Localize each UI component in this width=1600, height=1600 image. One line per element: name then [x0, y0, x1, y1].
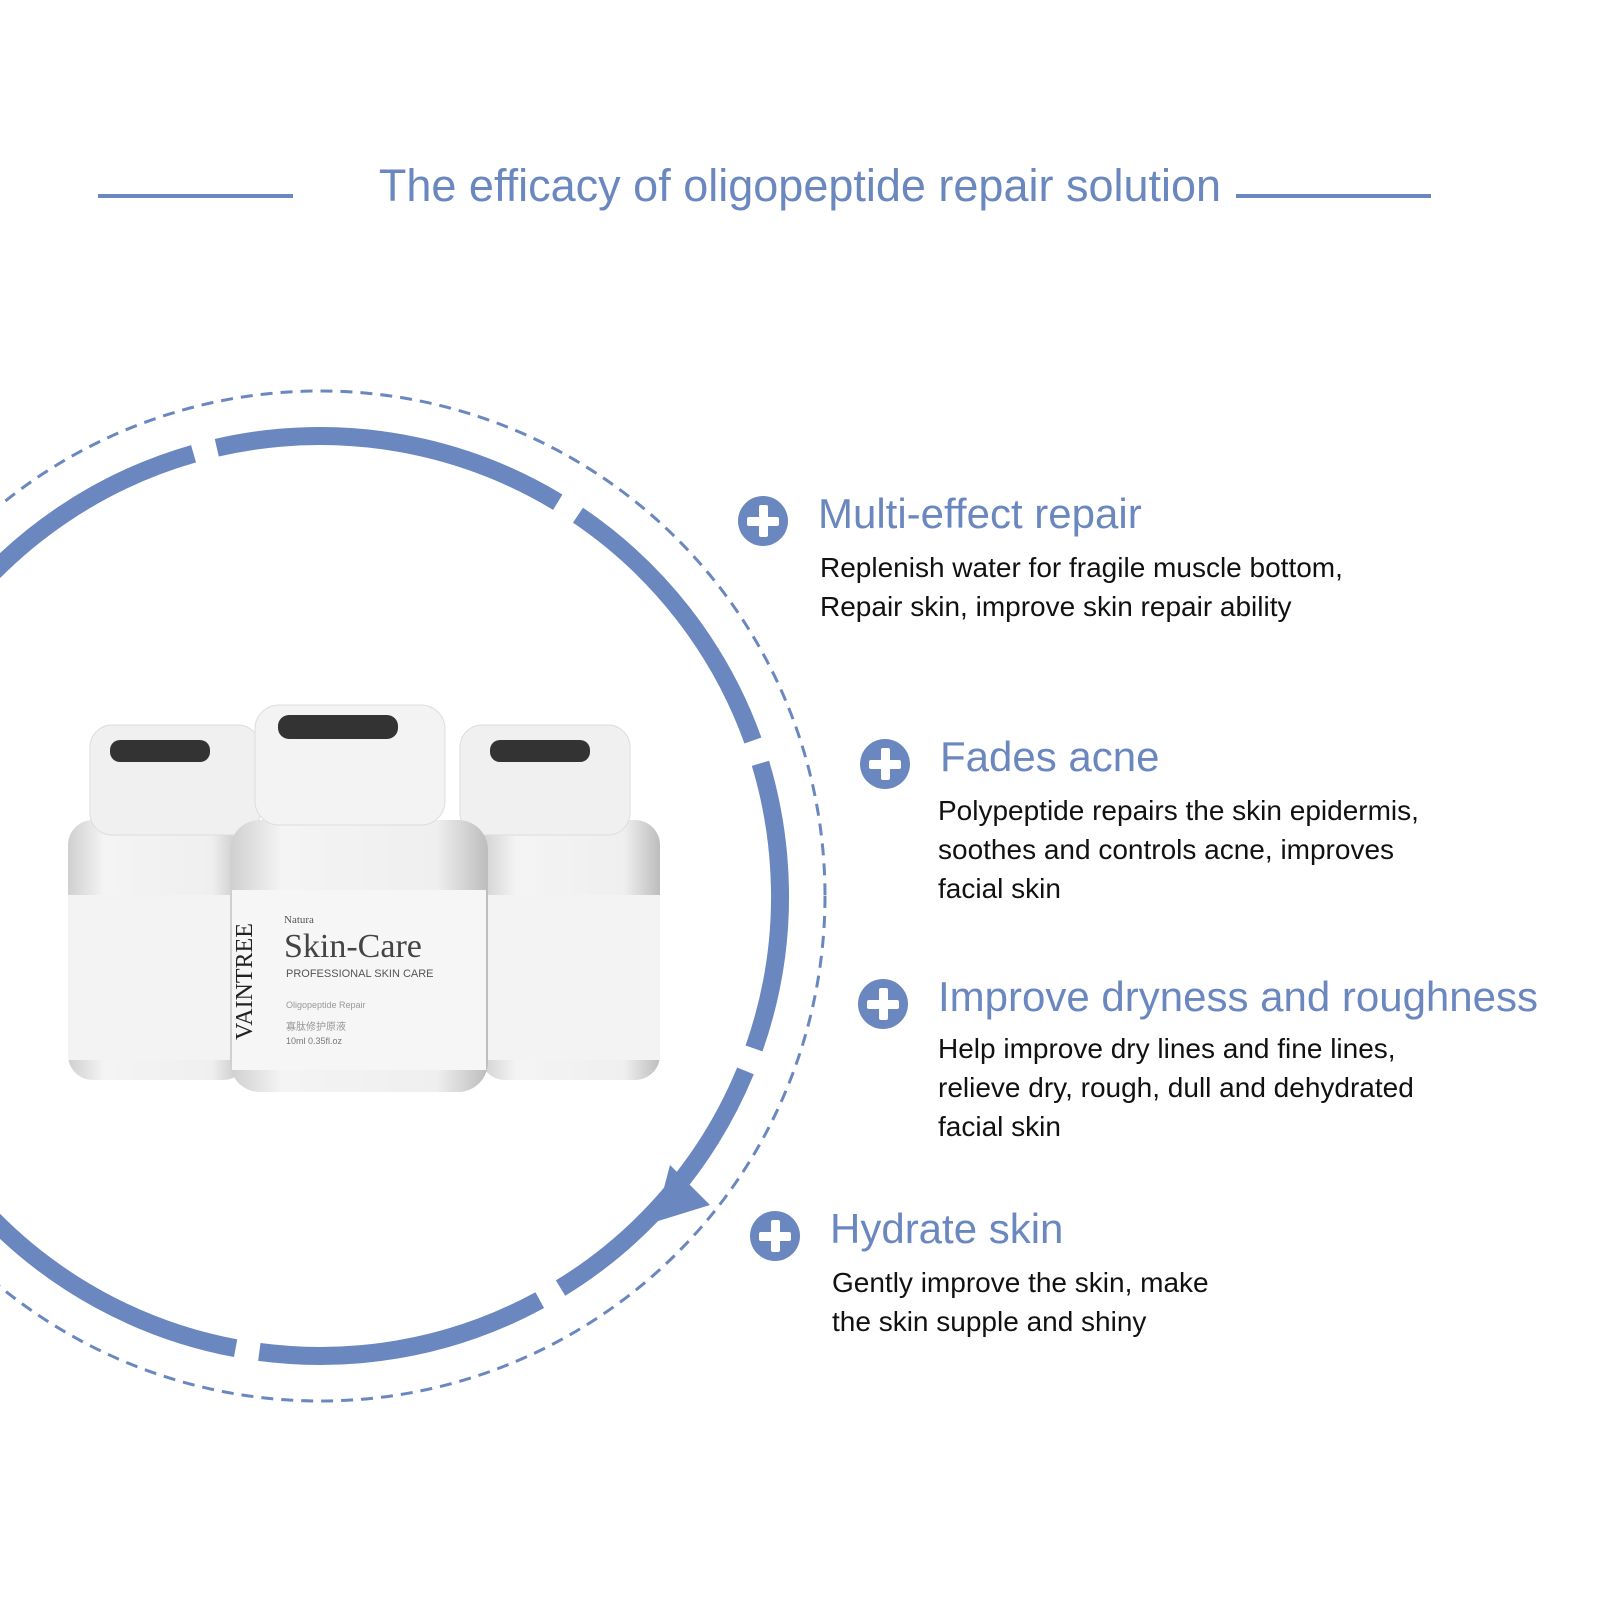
feature-description: Replenish water for fragile muscle botto…: [820, 548, 1343, 626]
title-rule-right: [1236, 194, 1431, 198]
feature-description: Gently improve the skin, make the skin su…: [832, 1263, 1209, 1341]
label-variant: Oligopeptide Repair: [286, 1000, 366, 1010]
plus-circle-icon: [750, 1211, 800, 1261]
feature-title: Improve dryness and roughness: [938, 973, 1538, 1020]
line: facial skin: [938, 1111, 1061, 1142]
arrow-head-icon: [655, 1165, 710, 1222]
line: Replenish water for fragile muscle botto…: [820, 552, 1343, 583]
feature-title: Fades acne: [940, 733, 1160, 780]
bottle-right: [459, 724, 660, 1080]
line: Gently improve the skin, make: [832, 1267, 1209, 1298]
feature-description: Polypeptide repairs the skin epidermis, s…: [938, 791, 1419, 908]
title-rule-left: [98, 194, 293, 198]
feature-description: Help improve dry lines and fine lines, re…: [938, 1029, 1414, 1146]
label-sub-brand: Natura: [284, 914, 314, 926]
solid-ring-segments: [0, 427, 789, 1365]
line: facial skin: [938, 873, 1061, 904]
plus-circle-icon: [738, 496, 788, 546]
label-name: Skin-Care: [284, 928, 422, 965]
label-volume: 10ml 0.35fl.oz: [286, 1036, 343, 1046]
dashed-ring: [0, 389, 827, 1403]
label-brand: VAINTREE: [232, 923, 258, 1040]
page-title: The efficacy of oligopeptide repair solu…: [378, 160, 1222, 211]
line: the skin supple and shiny: [832, 1306, 1147, 1337]
feature-title: Multi-effect repair: [818, 490, 1142, 537]
bottle-center: [230, 704, 488, 1092]
label-tagline: PROFESSIONAL SKIN CARE: [286, 968, 434, 980]
label-chinese: 寡肽修护原液: [286, 1022, 346, 1033]
line: Polypeptide repairs the skin epidermis,: [938, 795, 1419, 826]
line: Repair skin, improve skin repair ability: [820, 591, 1292, 622]
line: relieve dry, rough, dull and dehydrated: [938, 1072, 1414, 1103]
plus-circle-icon: [860, 739, 910, 789]
product-bottles-image: [68, 704, 660, 1092]
line: Help improve dry lines and fine lines,: [938, 1033, 1396, 1064]
feature-title: Hydrate skin: [830, 1205, 1064, 1252]
bottle-left: [68, 724, 261, 1080]
line: soothes and controls acne, improves: [938, 834, 1395, 865]
plus-circle-icon: [858, 979, 908, 1029]
